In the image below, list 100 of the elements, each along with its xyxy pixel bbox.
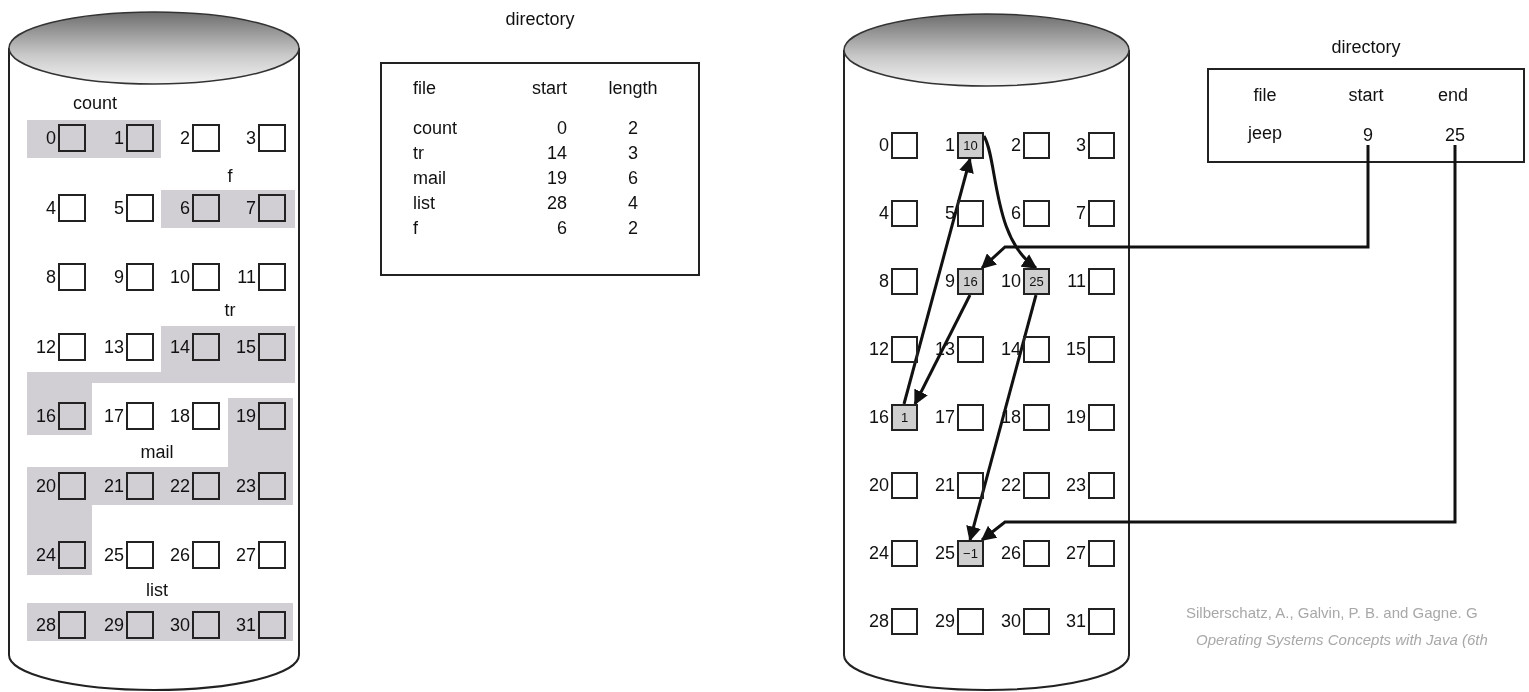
block-number: 1 bbox=[113, 127, 124, 150]
block-number: 20 bbox=[867, 474, 889, 497]
arrow bbox=[966, 294, 1038, 542]
file-label: count bbox=[73, 93, 117, 113]
citation-text: Silberschatz, A., Galvin, P. B. and Gagne. G bbox=[1186, 603, 1478, 623]
table-cell: file bbox=[1253, 85, 1277, 105]
block-number: 31 bbox=[234, 613, 256, 637]
block-number: 6 bbox=[179, 196, 190, 220]
block-number: 19 bbox=[1064, 406, 1086, 429]
block-number: 31 bbox=[1064, 610, 1086, 633]
block-number: 2 bbox=[179, 127, 190, 150]
block-number: 9 bbox=[944, 270, 955, 293]
block-number: 14 bbox=[999, 338, 1021, 361]
block-number: 0 bbox=[878, 134, 889, 157]
block-number: 10 bbox=[999, 270, 1021, 293]
table-cell: start bbox=[1348, 85, 1384, 105]
table-cell: tr bbox=[413, 143, 424, 163]
arrow bbox=[980, 145, 1457, 542]
block-number: 8 bbox=[45, 266, 56, 289]
pointer-value: 1 bbox=[900, 410, 909, 425]
table-cell: end bbox=[1438, 85, 1468, 105]
block-number: 28 bbox=[34, 613, 56, 637]
table-cell: file bbox=[413, 78, 436, 98]
file-label: tr bbox=[224, 300, 236, 320]
block-number: 27 bbox=[234, 544, 256, 567]
block-number: 22 bbox=[999, 474, 1021, 497]
block-number: 14 bbox=[168, 335, 190, 359]
block-number: 18 bbox=[168, 405, 190, 428]
table-cell: 14 bbox=[546, 143, 567, 163]
block-number: 5 bbox=[944, 202, 955, 225]
table-cell: f bbox=[413, 218, 418, 238]
pointer-value: 10 bbox=[963, 138, 978, 153]
citation-text: Operating Systems Concepts with Java (6th bbox=[1196, 630, 1488, 650]
pointer-value: −1 bbox=[963, 546, 978, 561]
pointer-value: 25 bbox=[1029, 274, 1044, 289]
table-cell: list bbox=[413, 193, 435, 213]
block-number: 4 bbox=[878, 202, 889, 225]
block-number: 9 bbox=[113, 266, 124, 289]
block-number: 25 bbox=[933, 542, 955, 565]
pointer-value: 16 bbox=[963, 274, 978, 289]
block-number: 27 bbox=[1064, 542, 1086, 565]
table-cell: length bbox=[608, 78, 658, 98]
table-cell: 25 bbox=[1445, 125, 1465, 145]
file-label: list bbox=[146, 580, 168, 600]
arrow bbox=[902, 157, 974, 406]
block-number: 5 bbox=[113, 196, 124, 220]
table-cell: count bbox=[413, 118, 458, 138]
block-number: 26 bbox=[168, 544, 190, 567]
block-number: 16 bbox=[34, 405, 56, 428]
block-number: 1 bbox=[944, 134, 955, 157]
block-number: 23 bbox=[1064, 474, 1086, 497]
block-number: 26 bbox=[999, 542, 1021, 565]
block-number: 16 bbox=[867, 406, 889, 429]
block-number: 30 bbox=[168, 613, 190, 637]
block-number: 7 bbox=[245, 196, 256, 220]
block-number: 7 bbox=[1075, 202, 1086, 225]
block-number: 3 bbox=[245, 127, 256, 150]
table-cell: start bbox=[532, 78, 567, 98]
block-number: 17 bbox=[102, 405, 124, 428]
arrow bbox=[980, 145, 1370, 270]
file-label: mail bbox=[140, 442, 174, 462]
block-number: 8 bbox=[878, 270, 889, 293]
block-number: 23 bbox=[234, 474, 256, 498]
table-cell: 9 bbox=[1363, 125, 1373, 145]
block-number: 10 bbox=[168, 266, 190, 289]
block-number: 12 bbox=[34, 335, 56, 359]
block-number: 29 bbox=[102, 613, 124, 637]
table-cell: 2 bbox=[628, 218, 638, 238]
block-number: 29 bbox=[933, 610, 955, 633]
block-number: 17 bbox=[933, 406, 955, 429]
table-cell: 2 bbox=[628, 118, 638, 138]
table-cell: 0 bbox=[557, 118, 567, 138]
table-cell: 6 bbox=[628, 168, 638, 188]
block-number: 15 bbox=[234, 335, 256, 359]
block-number: 11 bbox=[1066, 270, 1086, 293]
table-heading: directory bbox=[1331, 37, 1401, 57]
block-number: 3 bbox=[1075, 134, 1086, 157]
block-number: 28 bbox=[867, 610, 889, 633]
table-heading: directory bbox=[505, 9, 575, 29]
block-number: 6 bbox=[1010, 202, 1021, 225]
block-number: 30 bbox=[999, 610, 1021, 633]
block-number: 2 bbox=[1010, 134, 1021, 157]
block-number: 24 bbox=[34, 544, 56, 567]
block-number: 21 bbox=[102, 474, 124, 498]
block-number: 25 bbox=[102, 544, 124, 567]
table-cell: 19 bbox=[546, 168, 567, 188]
block-number: 21 bbox=[933, 474, 955, 497]
block-number: 0 bbox=[45, 127, 56, 150]
table-cell: jeep bbox=[1248, 123, 1282, 143]
table-cell: 6 bbox=[557, 218, 567, 238]
file-label: f bbox=[227, 166, 233, 186]
block-number: 13 bbox=[102, 335, 124, 359]
arrow bbox=[913, 294, 972, 406]
block-number: 22 bbox=[168, 474, 190, 498]
block-number: 19 bbox=[234, 405, 256, 428]
table-cell: 28 bbox=[546, 193, 567, 213]
arrow bbox=[982, 135, 1038, 270]
block-number: 4 bbox=[45, 196, 56, 220]
block-number: 24 bbox=[867, 542, 889, 565]
block-number: 15 bbox=[1064, 338, 1086, 361]
